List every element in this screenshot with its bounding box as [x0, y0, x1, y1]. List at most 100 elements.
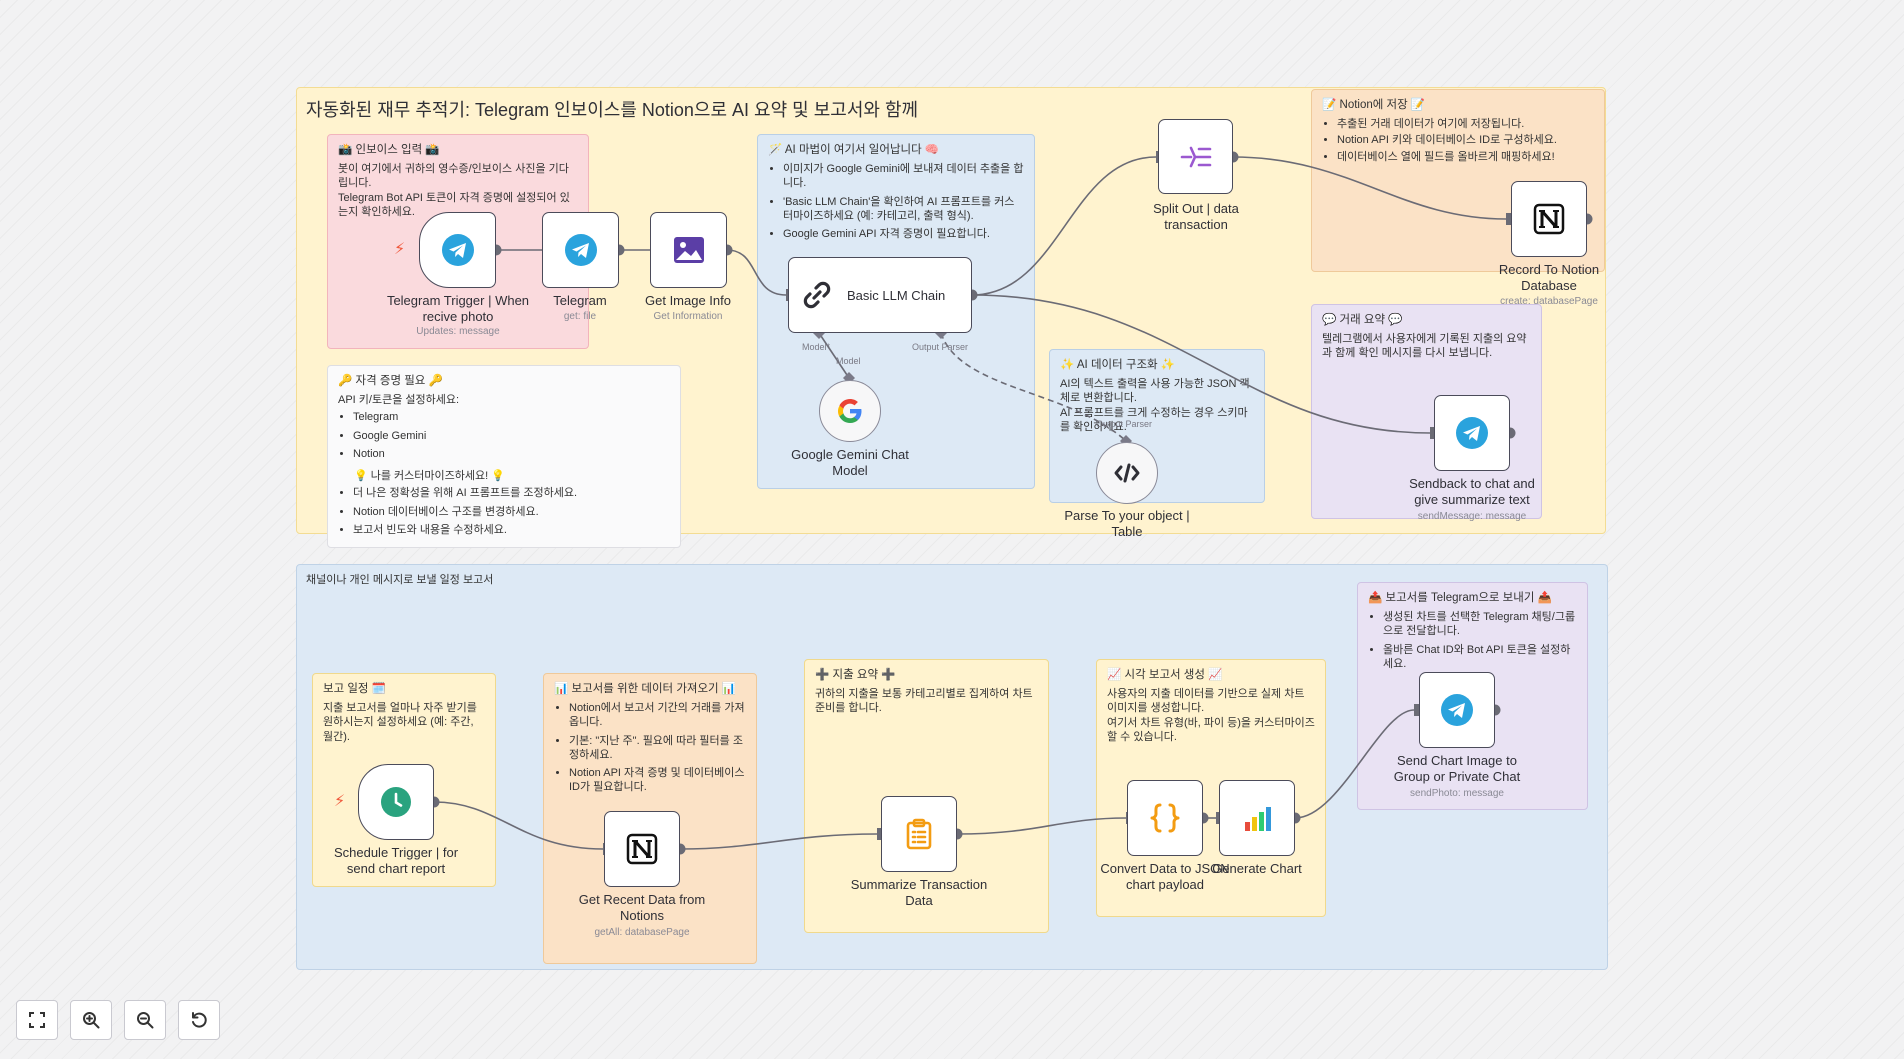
node-label: Record To Notion Database: [1498, 262, 1600, 294]
telegram-icon: [564, 234, 597, 266]
sticky-title: 📈 시각 보고서 생성 📈: [1107, 669, 1223, 681]
reset-icon: [192, 1012, 207, 1028]
node-subtitle: create: databasePage: [1500, 296, 1598, 307]
list-item: 데이터베이스 열에 필드를 올바르게 매핑하세요!: [1337, 150, 1594, 164]
clipboard-icon: [906, 818, 932, 850]
trigger-bolt-icon: ⚡: [334, 793, 346, 810]
sticky-text: 사용자의 지출 데이터를 기반으로 실제 차트 이미지를 생성합니다.: [1107, 687, 1305, 715]
sticky-title: 📊 보고서를 위한 데이터 가져오기 📊: [554, 683, 737, 695]
fit-view-button[interactable]: [16, 1000, 58, 1040]
telegram-icon: [1456, 417, 1488, 449]
port-label-model: Model: [836, 356, 861, 366]
sticky-text: 텔레그램에서 사용자에게 기록된 지출의 요약과 함께 확인 메시지를 다시 보…: [1322, 332, 1527, 360]
node-label: Basic LLM Chain: [847, 287, 946, 303]
port-label-output-parser: Output Parser: [1096, 419, 1153, 429]
node-label: Send Chart Image to Group or Private Cha…: [1393, 753, 1521, 785]
list-item: 생성된 차트를 선택한 Telegram 채팅/그룹으로 전달합니다.: [1383, 610, 1577, 639]
list-item: 'Basic LLM Chain'을 확인하여 AI 프롬프트를 커스터마이즈하…: [783, 195, 1024, 224]
clock-icon: [381, 787, 411, 817]
sticky-text: Telegram Bot API 토큰이 자격 증명에 설정되어 있는지 확인하…: [338, 191, 570, 218]
sticky-text: 귀하의 지출을 보통 카테고리별로 집계하여 차트 준비를 합니다.: [815, 687, 1033, 715]
sticky-title: 보고 일정 🗓️: [323, 683, 387, 695]
sticky-text: 지출 보고서를 얼마나 자주 받기를 원하시는지 설정하세요 (예: 주간, 월…: [323, 701, 477, 743]
node-generate-chart[interactable]: [1219, 780, 1295, 856]
code-icon: [1114, 463, 1140, 483]
list-item: Telegram: [353, 410, 670, 424]
node-label: Get Recent Data from Notions: [578, 892, 706, 924]
node-basic-llm-chain[interactable]: Basic LLM Chain: [788, 257, 972, 333]
list-item: Notion 데이터베이스 구조를 변경하세요.: [353, 505, 670, 519]
sticky-title: 💬 거래 요약 💬: [1322, 314, 1403, 326]
node-sendback-chat[interactable]: [1434, 395, 1510, 471]
sticky-title: 🔑 자격 증명 필요 🔑: [338, 375, 443, 387]
node-convert-json[interactable]: [1127, 780, 1203, 856]
node-label: Get Image Info: [645, 293, 731, 308]
list-item: 보고서 빈도와 내용을 수정하세요.: [353, 523, 670, 537]
zoom-in-button[interactable]: [70, 1000, 112, 1040]
list-item: Notion에서 보고서 기간의 거래를 가져옵니다.: [569, 701, 746, 730]
notion-save-list: 추출된 거래 데이터가 여기에 저장됩니다. Notion API 키와 데이터…: [1322, 117, 1594, 164]
node-label: Convert Data to JSON chart payload: [1100, 861, 1230, 893]
split-icon: [1180, 146, 1211, 167]
node-label: Summarize Transaction Data: [850, 877, 988, 909]
sticky-credentials[interactable]: 🔑 자격 증명 필요 🔑 API 키/토큰을 설정하세요: Telegram G…: [327, 365, 681, 548]
workflow-title: 자동화된 재무 추적기: Telegram 인보이스를 Notion으로 AI …: [306, 100, 919, 120]
sticky-text: AI 프롬프트를 크게 수정하는 경우 스키마를 확인하세요.: [1060, 406, 1248, 433]
sticky-subtitle: 💡 나를 커스터마이즈하세요! 💡: [354, 470, 505, 483]
node-telegram[interactable]: [542, 212, 619, 288]
node-label: Schedule Trigger | for send chart report: [333, 845, 459, 877]
list-item: Google Gemini: [353, 429, 670, 443]
list-item: 올바른 Chat ID와 Bot API 토큰을 설정하세요.: [1383, 643, 1577, 672]
node-label: Google Gemini Chat Model: [791, 447, 909, 479]
zoom-out-icon: [137, 1012, 154, 1029]
list-item: Notion API 자격 증명 및 데이터베이스 ID가 필요합니다.: [569, 766, 746, 795]
sticky-title: 🪄 AI 마법이 여기서 일어납니다 🧠: [768, 144, 940, 156]
telegram-icon: [441, 234, 474, 266]
customize-list: 더 나은 정확성을 위해 AI 프롬프트를 조정하세요. Notion 데이터베…: [338, 486, 670, 537]
node-label: Telegram Trigger | When recive photo: [386, 293, 530, 325]
port-label-output-parser: Output Parser: [912, 342, 969, 352]
telegram-icon: [1441, 694, 1473, 726]
node-label: Generate Chart: [1212, 861, 1302, 876]
list-item: Notion API 키와 데이터베이스 ID로 구성하세요.: [1337, 133, 1594, 147]
reset-zoom-button[interactable]: [178, 1000, 220, 1040]
list-item: 기본: "지난 주". 필요에 따라 필터를 조정하세요.: [569, 734, 746, 763]
port-label-model: Model*: [802, 342, 831, 352]
node-summarize-transaction[interactable]: [881, 796, 957, 872]
sticky-text: 봇이 여기에서 귀하의 영수증/인보이스 사진을 기다립니다.: [338, 162, 569, 190]
node-subtitle: sendMessage: message: [1417, 511, 1527, 522]
sticky-title: 📝 Notion에 저장 📝: [1322, 99, 1426, 111]
list-item: 이미지가 Google Gemini에 보내져 데이터 추출을 합니다.: [783, 162, 1024, 191]
node-send-chart[interactable]: [1419, 672, 1495, 748]
list-item: Notion: [353, 447, 670, 461]
node-split-out[interactable]: [1158, 119, 1233, 194]
list-item: Google Gemini API 자격 증명이 필요합니다.: [783, 227, 1024, 241]
node-get-recent-data[interactable]: [604, 811, 680, 887]
zoom-in-icon: [83, 1012, 100, 1029]
node-record-notion[interactable]: [1511, 181, 1587, 257]
sticky-text: 여기서 차트 유형(바, 파이 등)을 커스터마이즈할 수 있습니다.: [1107, 716, 1315, 743]
image-icon: [673, 237, 704, 263]
ai-magic-list: 이미지가 Google Gemini에 보내져 데이터 추출을 합니다. 'Ba…: [768, 162, 1024, 241]
node-label: Sendback to chat and give summarize text: [1409, 476, 1535, 508]
node-subtitle: Updates: message: [416, 326, 500, 337]
node-label: Telegram: [553, 293, 607, 308]
sticky-spend-summary[interactable]: ➕ 지출 요약 ➕ 귀하의 지출을 보통 카테고리별로 집계하여 차트 준비를 …: [804, 659, 1049, 933]
node-telegram-trigger[interactable]: [419, 212, 496, 288]
node-parse-object[interactable]: [1096, 442, 1158, 504]
node-gemini-chat-model[interactable]: [819, 380, 881, 442]
braces-icon: [1150, 803, 1180, 833]
fetch-data-list: Notion에서 보고서 기간의 거래를 가져옵니다. 기본: "지난 주". …: [554, 701, 746, 795]
zoom-out-button[interactable]: [124, 1000, 166, 1040]
node-get-image-info[interactable]: [650, 212, 727, 288]
schedule-section-title: 채널이나 개인 메시지로 보낼 일정 보고서: [306, 574, 494, 586]
send-report-list: 생성된 차트를 선택한 Telegram 채팅/그룹으로 전달합니다. 올바른 …: [1368, 610, 1577, 671]
list-item: 추출된 거래 데이터가 여기에 저장됩니다.: [1337, 117, 1594, 131]
notion-icon: [1533, 203, 1565, 235]
sticky-title: 📤 보고서를 Telegram으로 보내기 📤: [1368, 592, 1552, 604]
node-subtitle: get: file: [563, 311, 597, 322]
credentials-list: Telegram Google Gemini Notion: [338, 410, 670, 461]
notion-icon: [626, 833, 658, 865]
node-schedule-trigger[interactable]: [358, 764, 434, 840]
node-subtitle: Get Information: [653, 311, 723, 322]
